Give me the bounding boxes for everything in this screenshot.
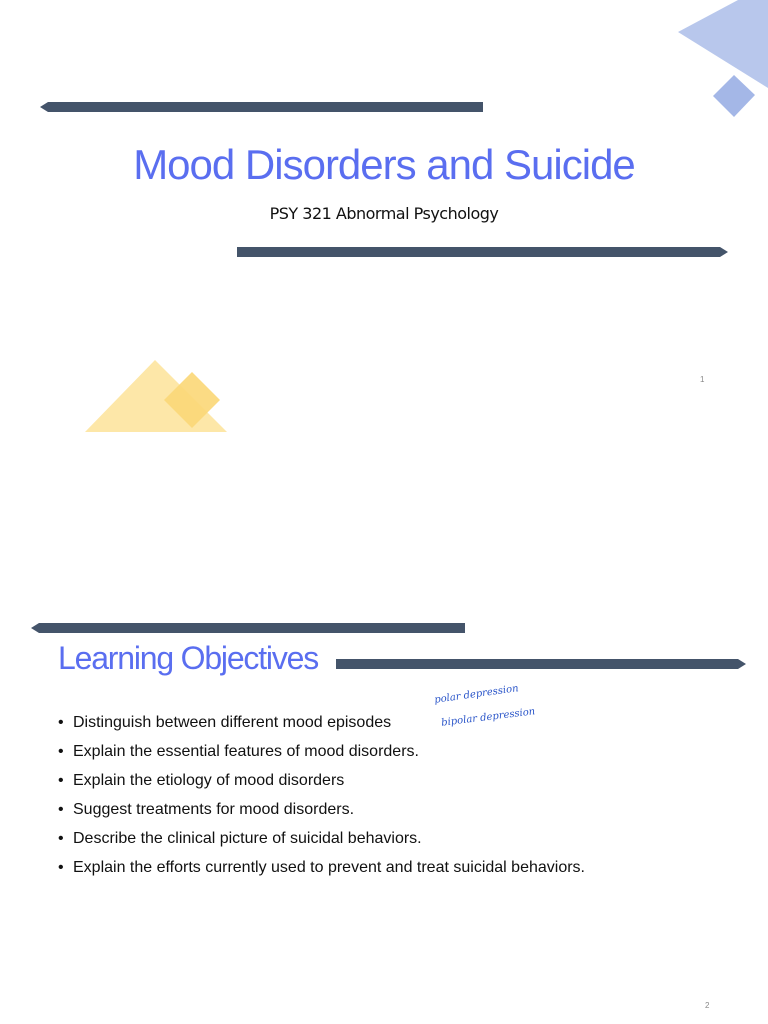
top-left-bar <box>40 102 483 112</box>
title-underline-bar <box>336 659 746 669</box>
objectives-list: Distinguish between different mood episo… <box>58 708 585 882</box>
learning-objectives-slide: Learning Objectives Distinguish between … <box>0 512 768 1024</box>
list-item: Suggest treatments for mood disorders. <box>58 795 585 824</box>
slide-title: Learning Objectives <box>58 640 319 676</box>
list-item: Distinguish between different mood episo… <box>58 708 585 737</box>
list-item: Explain the efforts currently used to pr… <box>58 853 585 882</box>
blue-diamond-decoration <box>678 0 768 117</box>
course-subtitle: PSY 321 Abnormal Psychology <box>269 204 499 223</box>
page-number: 1 <box>700 375 705 384</box>
handwritten-note: polar depression <box>433 683 520 706</box>
list-item: Explain the essential features of mood d… <box>58 737 585 766</box>
yellow-triangle-decoration <box>85 360 227 432</box>
page-number: 2 <box>705 1001 710 1010</box>
presentation-title: Mood Disorders and Suicide <box>133 141 636 188</box>
list-item: Explain the etiology of mood disorders <box>58 766 585 795</box>
right-accent-bar <box>237 247 728 257</box>
top-left-bar <box>31 623 465 633</box>
title-slide: Mood Disorders and Suicide PSY 321 Abnor… <box>40 0 768 432</box>
list-item: Describe the clinical picture of suicida… <box>58 824 585 853</box>
